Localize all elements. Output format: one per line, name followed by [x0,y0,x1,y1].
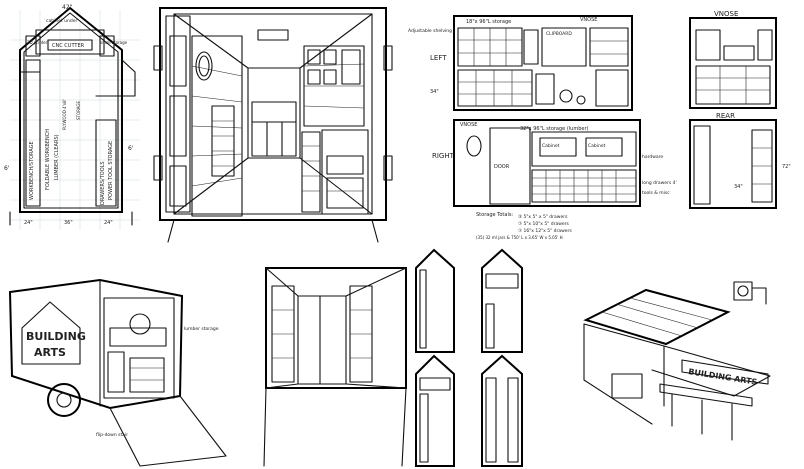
trailer-body [8,278,184,410]
elevation-left: LEFT Adjustable shelving 18"x 96"L stora… [408,15,633,111]
label-cabinet2: Cabinet [588,143,606,149]
panel-rear-interior [236,266,414,469]
elevation-rear: REAR 34" 72" [689,112,791,209]
rear-interior-drawing [263,267,407,467]
solar-panels [583,288,731,346]
variant-3 [415,354,455,467]
dim-36: 36" [64,220,73,226]
dim-24b: 24" [104,220,113,226]
panel-floorplan-variants [412,244,550,469]
label-3d-printer: 3D printer [27,40,48,45]
trailer-exterior-drawing: BUILDING ARTS lumber storage flip-down s… [8,278,227,467]
panel-interior-perspective [152,6,404,246]
dim-top: 42" [62,4,73,11]
panel-trailer-exterior: BUILDING ARTS lumber storage flip-down s… [0,268,232,468]
label-lumber: LUMBER (CLEARS) [54,134,60,180]
label-right-notes: tools & misc [642,190,670,196]
label-long-drawers: long drawers 4' [642,180,677,186]
dim-left: 6' [4,165,10,172]
variant-2 [481,248,523,353]
left-door [165,15,191,213]
dim-24a: 24" [24,220,33,226]
note-rear: flip-down stair [96,432,128,438]
trailer-frame [159,7,387,221]
floorplan-variants-drawing [415,248,523,467]
storage-line-4: (35) 32 ml jars & 750' L x 3.65' W x 5.0… [476,235,563,240]
label-storage-totals: Storage Totals: [476,212,513,218]
label-shelf-top: 18"x 96"L storage [466,19,511,25]
elevation-right: RIGHT VNOSE 32"x 96"L storage (lumber) D… [432,119,677,207]
label-right-storage: 32"x 96"L storage (lumber) [520,126,589,132]
floor-plan-drawing: 42" cabinet under CNC CUTTER 3D printer … [4,4,140,230]
label-small-storage: small storage [100,40,128,45]
label-plywood: PLYWOOD 4'x8' [62,99,67,130]
storage-line-3: ⑦ 16"x 12"x 5" drawers [518,228,572,234]
dim-34-left: 34" [430,89,439,95]
sign-line2: ARTS [34,346,66,359]
variant-1 [415,248,455,353]
storage-line-2: ⑦ 5"x 10"x 5" drawers [518,221,570,227]
back-wall [247,67,301,159]
panel-floor-plan: 42" cabinet under CNC CUTTER 3D printer … [0,0,146,232]
elevations-drawing: LEFT Adjustable shelving 18"x 96"L stora… [408,10,791,240]
label-clipboard: CLIPBOARD [546,31,572,37]
label-door: DOOR [494,164,510,170]
wheel [47,383,81,417]
label-foldable: FOLDABLE WORKBENCH [45,129,51,190]
label-cabinet1: Cabinet [542,143,560,149]
interior-perspective-drawing [153,7,393,243]
title-vnose-left: VNOSE [580,17,597,23]
label-drawers: DRAWERS/TOOLS [100,161,106,205]
dim-34-rear: 34" [734,184,743,190]
dim-mid: 6' [128,145,134,152]
label-adjustable: Adjustable shelving [408,28,452,34]
label-vnose2: VNOSE [460,122,477,128]
pavilion-drawing: BUILDING ARTS [583,281,771,441]
title-vnose: VNOSE [714,10,738,18]
label-workbench: WORKBENCH/STORAGE [29,141,35,200]
note-side: lumber storage [184,326,219,332]
variant-4 [481,354,523,467]
panel-pavilion: BUILDING ARTS [572,276,804,469]
label-hardware: hardware [642,154,663,160]
title-rear: REAR [716,112,735,120]
title-left: LEFT [430,54,447,62]
sign-line1: BUILDING [26,330,86,343]
title-right: RIGHT [432,152,455,160]
label-power-tool: POWER TOOL STORAGE [108,141,114,200]
label-cnc: CNC CUTTER [52,43,85,49]
label-storage: STORAGE [76,100,81,120]
trailer-outline [19,6,123,213]
storage-line-1: ③ 5"x 5" x 5" drawers [518,214,568,220]
panel-elevations: LEFT Adjustable shelving 18"x 96"L stora… [406,8,804,240]
dim-72: 72" [782,164,791,170]
label-cabinet: cabinet under [46,18,77,24]
elevation-vnose: VNOSE [689,10,777,109]
